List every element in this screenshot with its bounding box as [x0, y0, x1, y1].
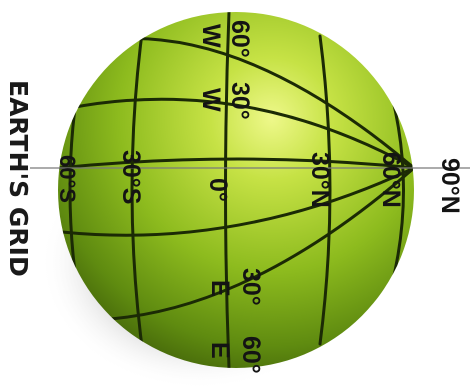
label-lat-30s: 30°S: [117, 150, 145, 204]
label-lat-60s: 60°S: [55, 155, 80, 203]
label-equator: 0°: [204, 178, 232, 202]
label-lon-e-60-dir: E: [206, 342, 234, 359]
label-lat-90n: 90°N: [436, 158, 464, 214]
label-lon-e-60-deg: 60°: [237, 336, 265, 374]
diagram-title: EARTH'S GRID: [4, 80, 33, 277]
label-lon-e-30-deg: 30°: [237, 268, 265, 306]
label-lon-w-30-deg: 30°: [226, 82, 254, 120]
label-lon-w-30-dir: W: [197, 88, 225, 112]
label-lat-60n: 60°N: [377, 152, 405, 208]
label-lon-w-60-deg: 60°: [226, 20, 254, 58]
label-lon-e-30-dir: E: [206, 280, 234, 297]
label-lon-w-60-dir: W: [197, 24, 225, 48]
label-lat-30n: 30°N: [306, 152, 334, 208]
